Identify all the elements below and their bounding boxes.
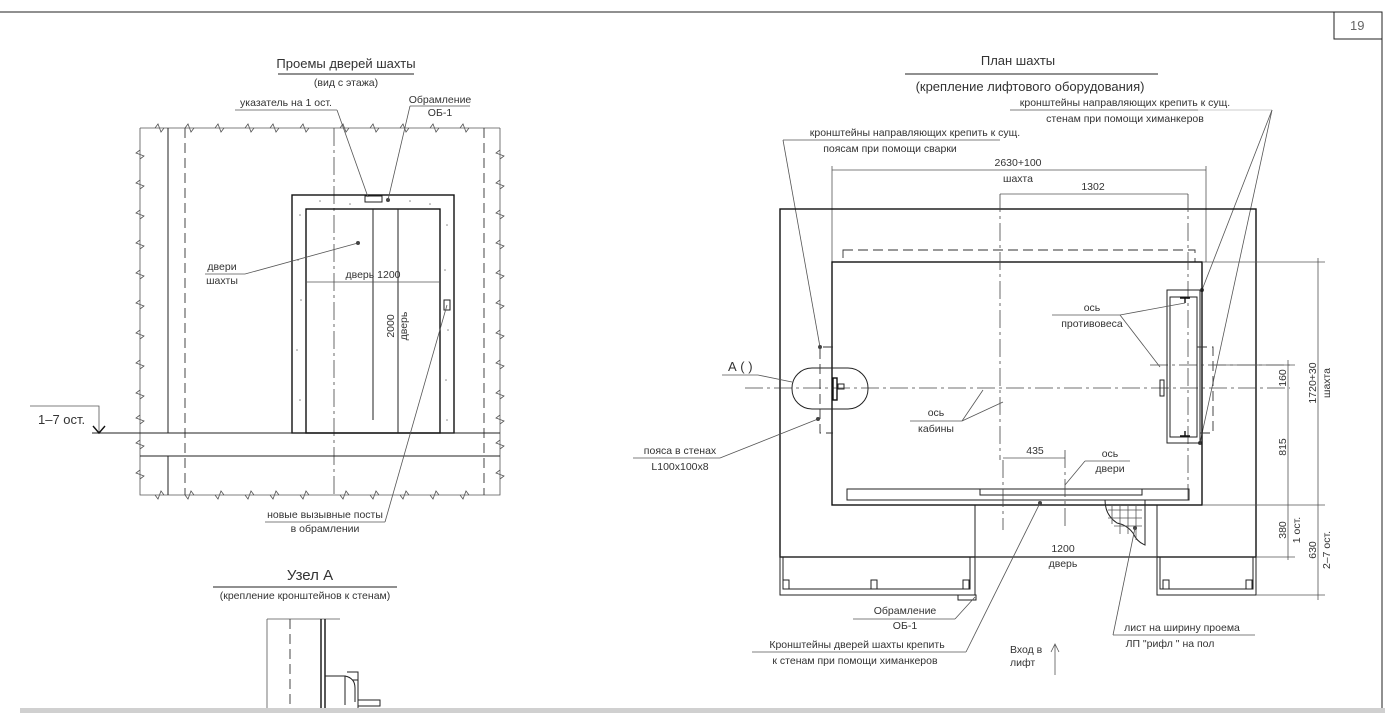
level-mark: 1–7 ост. bbox=[38, 412, 85, 427]
dim-door-label: дверь bbox=[1049, 558, 1078, 570]
dim-435: 435 bbox=[1026, 445, 1044, 457]
door-axis-label: ось bbox=[1102, 448, 1119, 460]
brackets-right-label: кронштейны направляющих крепить к сущ. bbox=[1020, 97, 1230, 109]
sheet-label-2: ЛП "рифл " на пол bbox=[1126, 638, 1215, 650]
frame-code: ОБ-1 bbox=[428, 107, 453, 119]
door-view-subtitle: (вид с этажа) bbox=[314, 77, 378, 89]
call-posts-label: новые вызывные посты bbox=[267, 509, 383, 521]
brackets-left-label: кронштейны направляющих крепить к сущ. bbox=[810, 127, 1020, 139]
dim-630: 630 bbox=[1307, 541, 1319, 559]
entry-label: Вход в bbox=[1010, 644, 1043, 656]
door-height-label: дверь bbox=[398, 311, 410, 340]
pointer-label: указатель на 1 ост. bbox=[240, 97, 332, 109]
frame-label: Обрамление bbox=[409, 94, 472, 106]
concrete-hatch bbox=[296, 200, 449, 421]
belts-label-2: L100x100x8 bbox=[651, 461, 708, 473]
doors-label-2: шахты bbox=[206, 275, 238, 287]
frame-code-plan: ОБ-1 bbox=[893, 620, 918, 632]
door-opening-view: Проемы дверей шахты (вид с этажа) bbox=[30, 56, 505, 535]
dim-380: 380 bbox=[1277, 521, 1289, 539]
door-brackets-label-2: к стенам при помощи химанкеров bbox=[772, 655, 938, 667]
frame-label-plan: Обрамление bbox=[874, 605, 937, 617]
belts-label: пояса в стенах bbox=[644, 445, 717, 457]
door-width-dim: дверь 1200 bbox=[345, 269, 400, 281]
entry-label-2: лифт bbox=[1010, 657, 1035, 669]
horizontal-scrollbar[interactable] bbox=[20, 708, 1385, 713]
page-number: 19 bbox=[1350, 18, 1364, 33]
dim-1302: 1302 bbox=[1081, 181, 1105, 193]
node-a-title: Узел А bbox=[287, 567, 333, 584]
door-brackets-label: Кронштейны дверей шахты крепить bbox=[769, 639, 945, 651]
dim-815: 815 bbox=[1277, 438, 1289, 456]
brackets-left-label-2: поясам при помощи сварки bbox=[823, 143, 957, 155]
dim-shaft-label: шахта bbox=[1003, 173, 1033, 185]
cw-axis-label: ось bbox=[1084, 302, 1101, 314]
dim-630-label: 2–7 ост. bbox=[1321, 531, 1333, 569]
cabin-axis-label: ось bbox=[928, 407, 945, 419]
cw-axis-label-2: противовеса bbox=[1061, 318, 1123, 330]
dim-depth-label: шахта bbox=[1321, 368, 1333, 398]
door-view-title: Проемы дверей шахты bbox=[276, 56, 415, 71]
call-posts-label-2: в обрамлении bbox=[291, 523, 360, 535]
shaft-plan-title: План шахты bbox=[981, 53, 1055, 68]
cabin-axis-label-2: кабины bbox=[918, 423, 954, 435]
node-a-subtitle: (крепление кронштейнов к стенам) bbox=[220, 590, 391, 602]
dim-380-label: 1 ост. bbox=[1291, 517, 1303, 543]
dim-door: 1200 bbox=[1051, 543, 1075, 555]
dim-depth: 1720+30 bbox=[1307, 362, 1319, 403]
sheet-label: лист на ширину проема bbox=[1124, 622, 1240, 634]
dim-160: 160 bbox=[1277, 369, 1289, 387]
node-a-detail: Узел А (крепление кронштейнов к стенам) bbox=[213, 567, 397, 708]
shaft-plan: План шахты (крепление лифтового оборудов… bbox=[633, 53, 1333, 675]
shaft-plan-subtitle: (крепление лифтового оборудования) bbox=[916, 79, 1145, 94]
sheet-frame: 19 bbox=[0, 11, 1383, 713]
dim-shaft-width: 2630+100 bbox=[994, 157, 1041, 169]
node-ref: А ( ) bbox=[728, 359, 753, 374]
doors-label: двери bbox=[207, 261, 236, 273]
door-axis-label-2: двери bbox=[1095, 463, 1124, 475]
brackets-right-label-2: стенам при помощи химанкеров bbox=[1046, 113, 1204, 125]
door-height-dim: 2000 bbox=[385, 314, 397, 338]
